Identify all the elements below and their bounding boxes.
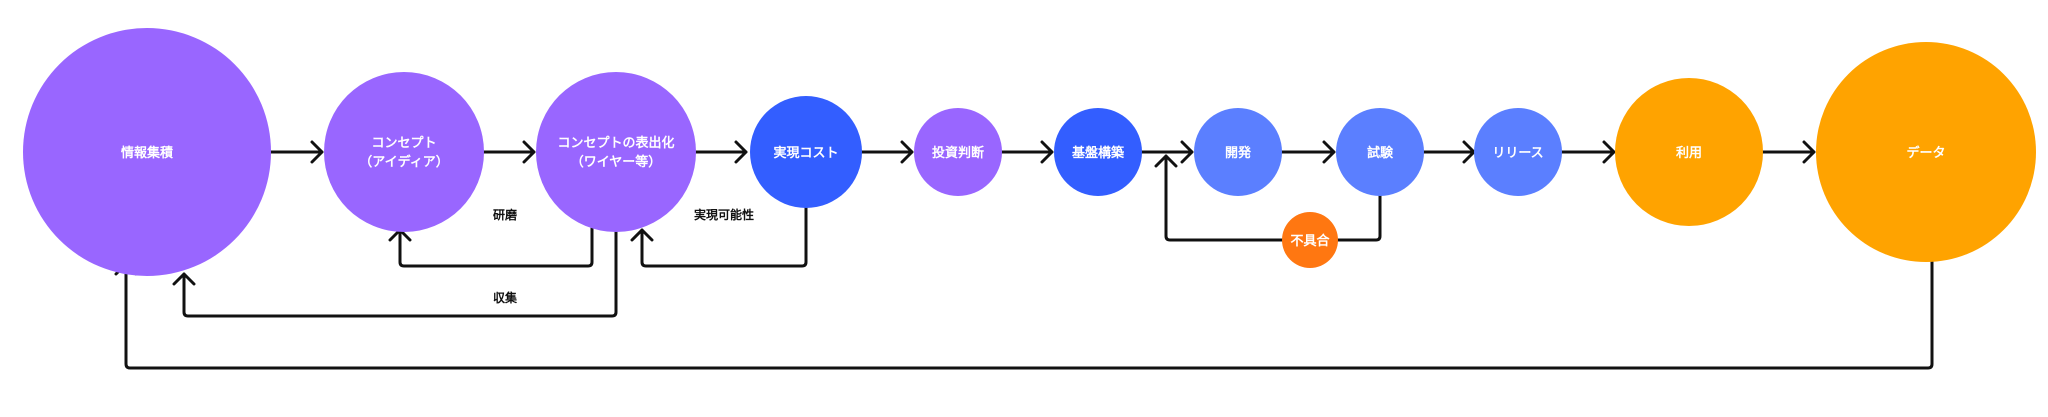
node-data — [1816, 42, 2036, 262]
label-shiken: 試験 — [1367, 145, 1394, 161]
label-joho: 情報集積 — [121, 145, 174, 161]
arrow-release-to-riyo — [1560, 140, 1616, 164]
arrow-hyoshutsu-to-cost — [692, 140, 748, 164]
node-kaihatsu — [1194, 108, 1282, 196]
connectors — [114, 140, 1934, 370]
node-cost — [750, 96, 862, 208]
node-riyo — [1615, 78, 1763, 226]
arrow-hyoshutsu-to-concept-kenma — [388, 226, 594, 268]
arrow-hyoshutsu-to-joho-shushu — [172, 230, 618, 318]
process-nodes — [23, 28, 2036, 276]
label-kaihatsu: 開発 — [1225, 145, 1252, 161]
label-release: リリース — [1492, 146, 1543, 161]
node-release — [1474, 108, 1562, 196]
arrow-kiban-to-kaihatsu — [1138, 140, 1194, 164]
node-concept — [324, 72, 484, 232]
label-hyoshutsu-line2: （ワイヤー等） — [571, 154, 662, 170]
arrow-cost-to-toshi — [858, 140, 914, 164]
label-riyo: 利用 — [1676, 145, 1702, 161]
node-kiban — [1054, 108, 1142, 196]
arrow-shiken-to-release — [1420, 140, 1476, 164]
node-shiken — [1336, 108, 1424, 196]
arrow-riyo-to-data — [1760, 140, 1816, 164]
edge-label-shushu: 収集 — [493, 290, 518, 305]
arrow-joho-to-concept — [268, 140, 324, 164]
arrow-concept-to-hyoshutsu — [480, 140, 536, 164]
arrow-cost-to-hyoshutsu-jitsugen — [630, 206, 808, 268]
label-concept-line2: （アイディア） — [359, 154, 448, 170]
node-labels: 情報集積 コンセプト （アイディア） コンセプトの表出化 （ワイヤー等） 実現コ… — [121, 135, 1946, 249]
label-cost: 実現コスト — [773, 145, 838, 161]
label-concept-line1: コンセプト — [371, 136, 436, 151]
edge-label-jitsugen: 実現可能性 — [694, 207, 754, 222]
label-toshi: 投資判断 — [932, 145, 984, 161]
arrow-toshi-to-kiban — [998, 140, 1054, 164]
label-fuguai: 不具合 — [1290, 233, 1330, 249]
node-fuguai — [1282, 212, 1338, 268]
edge-labels: 研磨 実現可能性 収集 — [493, 207, 754, 305]
node-hyoshutsu — [536, 72, 696, 232]
label-hyoshutsu-line1: コンセプトの表出化 — [557, 135, 674, 151]
label-data: データ — [1906, 145, 1945, 161]
node-toshi — [914, 108, 1002, 196]
label-kiban: 基盤構築 — [1071, 145, 1125, 161]
arrow-kaihatsu-to-shiken — [1280, 140, 1336, 164]
arrow-shiken-to-kaihatsu-loop — [1154, 154, 1382, 242]
edge-label-kenma: 研磨 — [493, 207, 517, 222]
node-joho — [23, 28, 271, 276]
